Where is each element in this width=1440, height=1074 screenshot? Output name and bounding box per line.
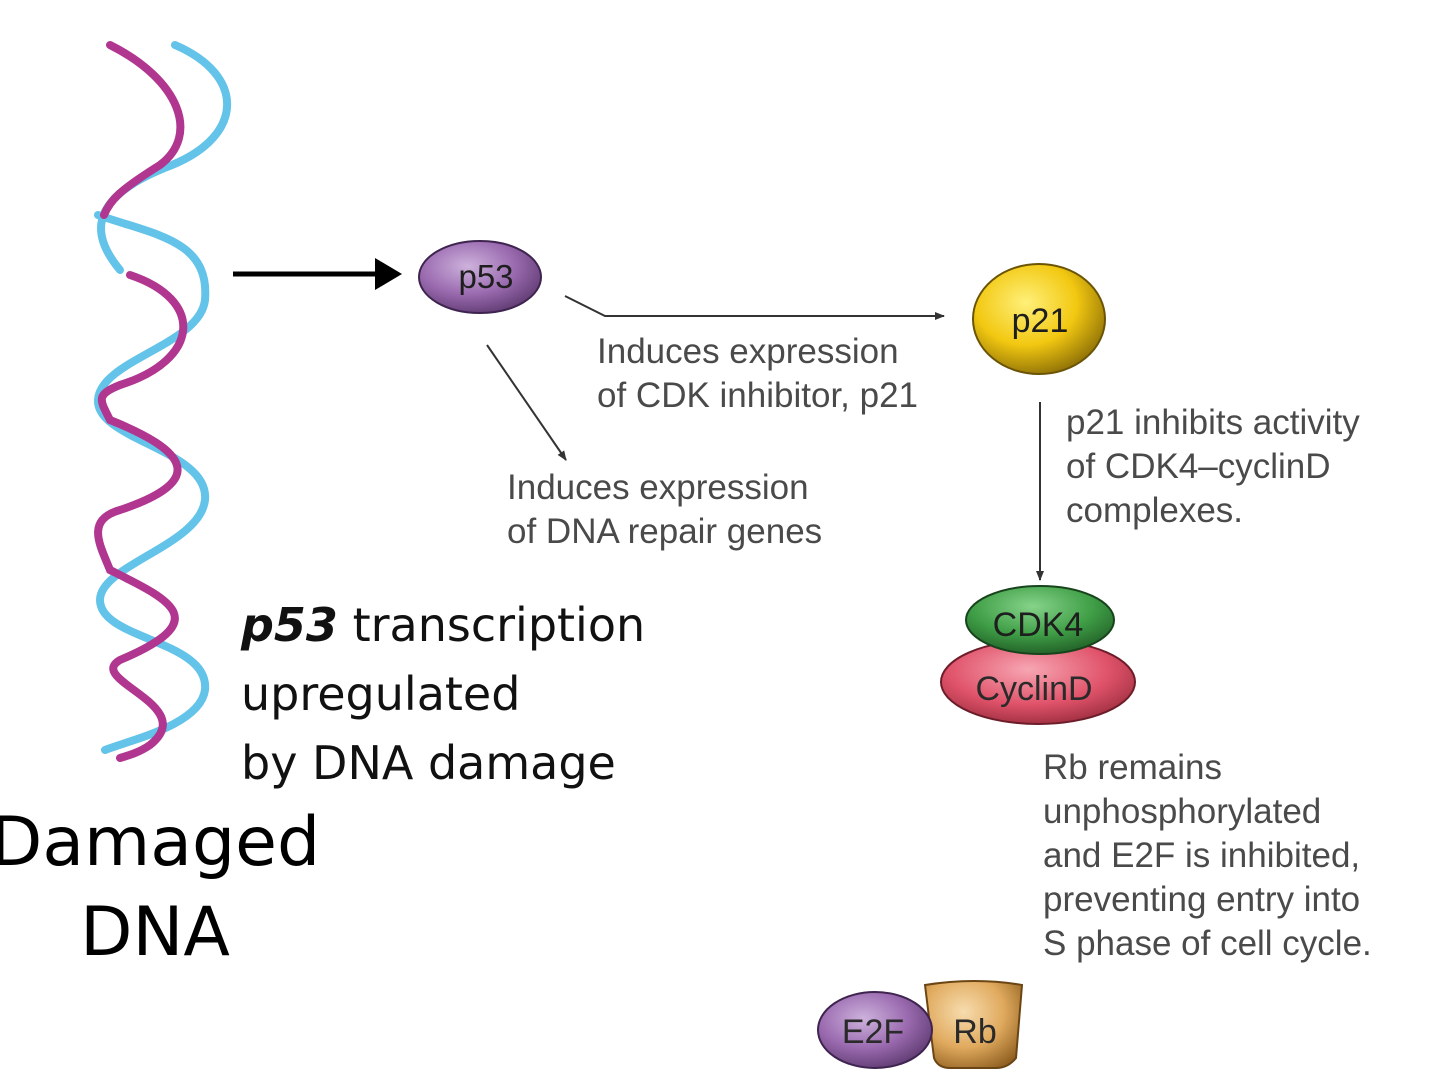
- p53-label: p53: [458, 258, 513, 295]
- p21-label: p21: [1012, 302, 1069, 340]
- label-rb-remains-line: unphosphorylated: [1043, 792, 1322, 831]
- p53-caption: p53 transcription upregulated by DNA dam…: [241, 591, 645, 798]
- cdk4-cyclind-complex: CyclinD CDK4: [940, 585, 1136, 725]
- damaged-dna-title-line: DNA: [80, 893, 230, 972]
- label-rb-remains-line: and E2F is inhibited,: [1043, 836, 1361, 875]
- dna-strand-cyan: [97, 41, 231, 274]
- arrow-p53-to-dna-repair: [486, 344, 567, 461]
- caption-gene: p53: [241, 598, 338, 652]
- dna-strand-magenta: [100, 41, 185, 219]
- label-rb-remains: Rb remains unphosphorylated and E2F is i…: [1043, 746, 1372, 966]
- p21-node: p21: [972, 263, 1106, 375]
- label-p21-inhibits: p21 inhibits activity of CDK4–cyclinD co…: [1066, 401, 1360, 533]
- label-rb-remains-line: preventing entry into: [1043, 880, 1361, 919]
- label-dna-repair-line: Induces expression: [507, 468, 809, 507]
- dna-strand-cyan: [93, 211, 210, 754]
- p53-node: p53: [418, 240, 542, 314]
- arrow-p53-to-p21: [564, 295, 945, 320]
- rb-node: [923, 980, 1024, 1069]
- damaged-dna-title: Damaged DNA: [0, 798, 320, 978]
- caption-line-3: by DNA damage: [241, 736, 616, 790]
- label-p21-inhibits-line: of CDK4–cyclinD: [1066, 447, 1331, 486]
- cyclind-label: CyclinD: [975, 670, 1092, 708]
- e2f-label: E2F: [842, 1013, 904, 1051]
- dna-helix-icon: [93, 41, 231, 762]
- label-p21-inhibits-line: complexes.: [1066, 491, 1244, 530]
- label-p21-expression: Induces expression of CDK inhibitor, p21: [597, 330, 918, 418]
- caption-line-1-rest: transcription: [337, 598, 646, 652]
- e2f-node: [817, 991, 933, 1069]
- label-dna-repair-line: of DNA repair genes: [507, 512, 823, 551]
- cdk4-label: CDK4: [993, 606, 1084, 644]
- arrow-dna-to-p53: [233, 258, 402, 290]
- label-rb-remains-line: S phase of cell cycle.: [1043, 924, 1372, 963]
- label-p21-expression-line: of CDK inhibitor, p21: [597, 376, 919, 415]
- e2f-rb-complex: Rb E2F: [817, 980, 1024, 1069]
- label-dna-repair: Induces expression of DNA repair genes: [507, 466, 822, 554]
- caption-line-1: p53 transcription: [241, 591, 645, 660]
- dna-strand-magenta: [94, 271, 188, 762]
- caption-line-2: upregulated: [241, 667, 521, 721]
- label-p21-inhibits-line: p21 inhibits activity: [1066, 403, 1360, 442]
- label-p21-expression-line: Induces expression: [597, 332, 899, 371]
- damaged-dna-title-line: Damaged: [0, 803, 321, 882]
- cdk4-node: [965, 585, 1115, 655]
- label-rb-remains-line: Rb remains: [1043, 748, 1222, 787]
- rb-label: Rb: [953, 1013, 996, 1051]
